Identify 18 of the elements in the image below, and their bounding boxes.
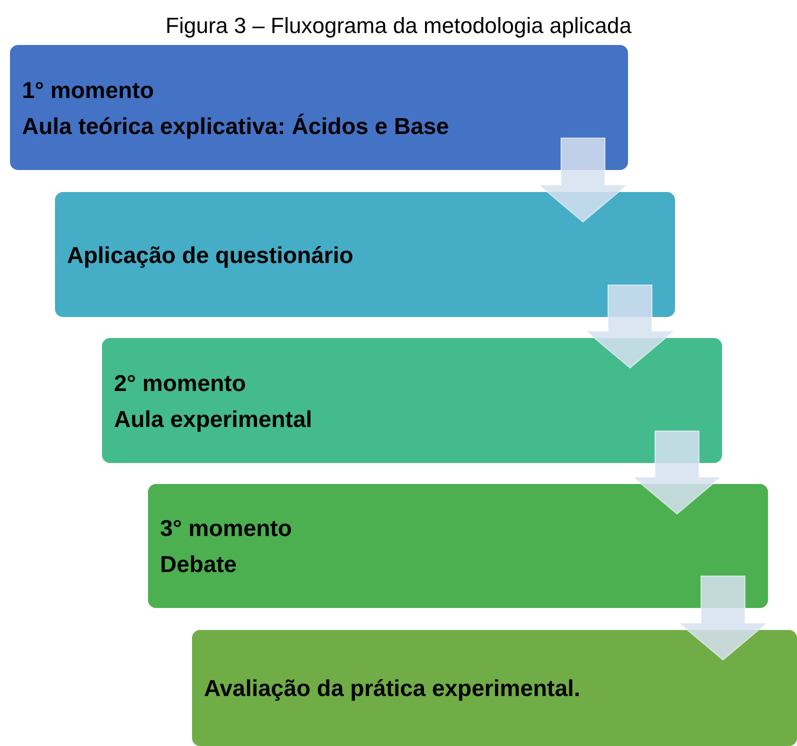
step-text: 3° momento [160, 514, 293, 542]
step-text: 1° momento [22, 76, 155, 104]
step-text: Debate [160, 550, 238, 578]
block-arrow [584, 284, 676, 369]
step-text: Aplicação de questionário [67, 240, 354, 268]
block-arrow [632, 430, 722, 515]
step-box [55, 192, 675, 317]
block-arrow [538, 138, 628, 223]
step-text: 2° momento [114, 368, 247, 396]
figure-title: Figura 3 – Fluxograma da metodologia aplicada [164, 12, 632, 40]
step-text: Avaliação da prática experimental. [204, 674, 582, 702]
block-arrow [678, 576, 768, 661]
step-box [10, 45, 628, 170]
step-text: Aula teórica explicativa: Ácidos e Base [22, 112, 450, 140]
step-box [148, 484, 768, 608]
step-box [192, 630, 797, 746]
step-box [102, 338, 722, 463]
step-text: Aula experimental [114, 404, 314, 432]
